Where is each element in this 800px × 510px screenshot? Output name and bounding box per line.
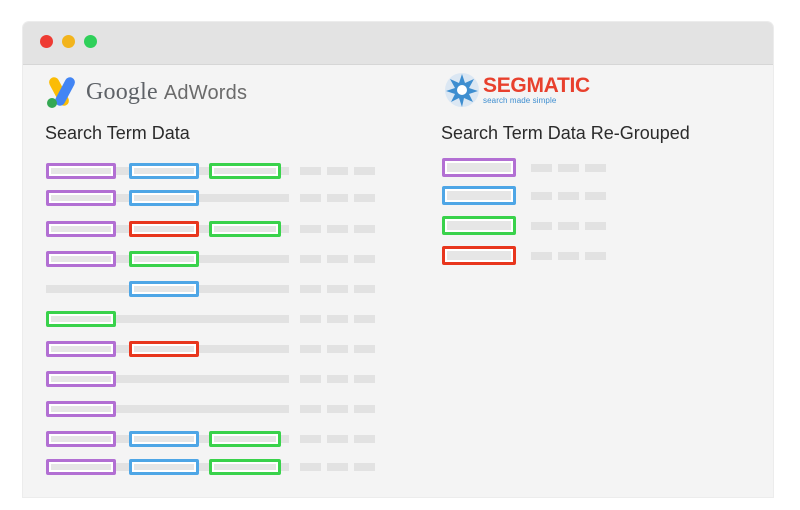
group-cell-purple xyxy=(442,158,516,177)
segmatic-tagline: search made simple xyxy=(483,96,557,105)
cell-placeholder xyxy=(300,225,321,233)
tag-cell-green xyxy=(209,163,281,179)
tag-cell-purple xyxy=(46,401,116,417)
group-cell-blue xyxy=(442,186,516,205)
cell-placeholder xyxy=(300,435,321,443)
cell-placeholder xyxy=(300,285,321,293)
cell-placeholder xyxy=(300,194,321,202)
cell-placeholder xyxy=(300,345,321,353)
tag-cell-blue xyxy=(129,281,199,297)
cell-placeholder xyxy=(327,375,348,383)
tag-cell-purple xyxy=(46,190,116,206)
cell-placeholder xyxy=(558,252,579,260)
minimize-button[interactable] xyxy=(62,35,75,48)
tag-cell-green xyxy=(129,251,199,267)
left-section-title: Search Term Data xyxy=(45,123,190,143)
tag-cell-purple xyxy=(46,163,116,179)
segmatic-wordmark: SEGMATIC search made simple xyxy=(483,75,590,105)
cell-placeholder xyxy=(531,164,552,172)
segmatic-logo-icon xyxy=(445,73,479,107)
tag-cell-purple xyxy=(46,431,116,447)
app-window: Google AdWords SEGMATIC search made simp… xyxy=(23,22,773,497)
cell-placeholder xyxy=(354,225,375,233)
cell-placeholder xyxy=(327,463,348,471)
cell-placeholder xyxy=(327,285,348,293)
row-bar xyxy=(46,405,289,413)
cell-placeholder xyxy=(300,375,321,383)
cell-placeholder xyxy=(585,164,606,172)
cell-placeholder xyxy=(327,435,348,443)
cell-placeholder xyxy=(327,255,348,263)
cell-placeholder xyxy=(327,315,348,323)
tag-cell-green xyxy=(209,221,281,237)
tag-cell-blue xyxy=(129,190,199,206)
tag-cell-purple xyxy=(46,341,116,357)
adwords-logo-icon xyxy=(47,77,75,108)
adwords-text: AdWords xyxy=(163,81,248,104)
cell-placeholder xyxy=(327,345,348,353)
cell-placeholder xyxy=(354,194,375,202)
cell-placeholder xyxy=(585,222,606,230)
group-cell-green xyxy=(442,216,516,235)
tag-cell-green xyxy=(209,431,281,447)
cell-placeholder xyxy=(354,285,375,293)
cell-placeholder xyxy=(300,405,321,413)
cell-placeholder xyxy=(354,345,375,353)
cell-placeholder xyxy=(531,222,552,230)
tag-cell-green xyxy=(209,459,281,475)
tag-cell-purple xyxy=(46,251,116,267)
cell-placeholder xyxy=(354,435,375,443)
title-bar xyxy=(23,22,773,65)
cell-placeholder xyxy=(327,194,348,202)
cell-placeholder xyxy=(558,164,579,172)
cell-placeholder xyxy=(585,192,606,200)
segmatic-name: SEGMATIC xyxy=(483,74,590,97)
cell-placeholder xyxy=(354,167,375,175)
row-bar xyxy=(46,315,289,323)
right-section-title: Search Term Data Re-Grouped xyxy=(441,123,690,143)
tag-cell-blue xyxy=(129,459,199,475)
cell-placeholder xyxy=(300,255,321,263)
cell-placeholder xyxy=(558,192,579,200)
tag-cell-red xyxy=(129,221,199,237)
tag-cell-red xyxy=(129,341,199,357)
tag-cell-blue xyxy=(129,431,199,447)
cell-placeholder xyxy=(327,405,348,413)
cell-placeholder xyxy=(327,167,348,175)
zoom-button[interactable] xyxy=(84,35,97,48)
cell-placeholder xyxy=(300,167,321,175)
tag-cell-purple xyxy=(46,371,116,387)
cell-placeholder xyxy=(354,405,375,413)
tag-cell-blue xyxy=(129,163,199,179)
cell-placeholder xyxy=(354,463,375,471)
cell-placeholder xyxy=(531,252,552,260)
segmatic-brand: SEGMATIC search made simple xyxy=(443,71,590,109)
cell-placeholder xyxy=(300,463,321,471)
tag-cell-purple xyxy=(46,459,116,475)
cell-placeholder xyxy=(354,255,375,263)
adwords-wordmark: Google AdWords xyxy=(86,79,247,106)
tag-cell-purple xyxy=(46,221,116,237)
group-cell-red xyxy=(442,246,516,265)
tag-cell-green xyxy=(46,311,116,327)
cell-placeholder xyxy=(558,222,579,230)
adwords-brand: Google AdWords xyxy=(45,74,247,110)
cell-placeholder xyxy=(531,192,552,200)
cell-placeholder xyxy=(300,315,321,323)
cell-placeholder xyxy=(585,252,606,260)
cell-placeholder xyxy=(327,225,348,233)
close-button[interactable] xyxy=(40,35,53,48)
row-bar xyxy=(46,375,289,383)
cell-placeholder xyxy=(354,375,375,383)
google-text: Google xyxy=(86,78,158,105)
cell-placeholder xyxy=(354,315,375,323)
